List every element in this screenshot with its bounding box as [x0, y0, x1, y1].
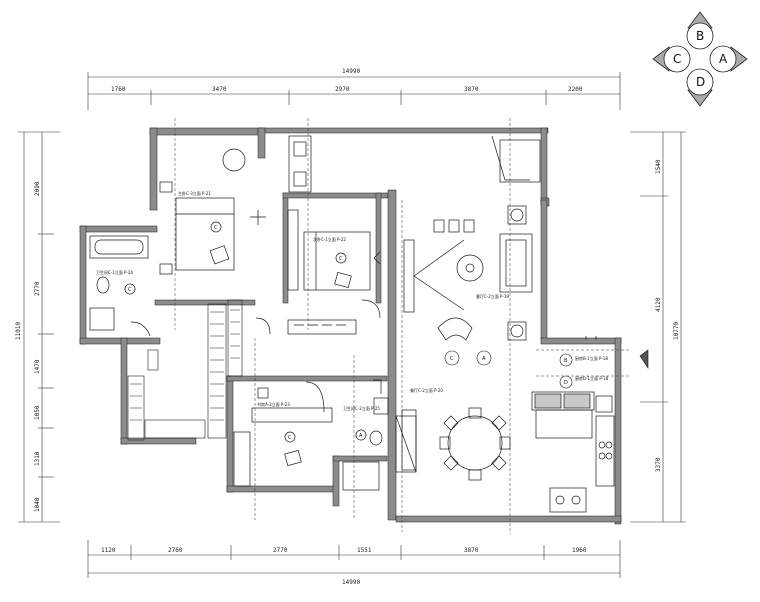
- compass-letter-c: C: [673, 52, 681, 66]
- dim-left-seg-1: 2090: [34, 181, 41, 196]
- vanity-center: [373, 397, 389, 415]
- dimension-right: [630, 131, 686, 523]
- marker-c-master: C: [214, 225, 218, 231]
- dim-bottom-overall: 14990: [342, 579, 360, 586]
- coffee-table: [456, 254, 484, 282]
- dim-top-seg-4: 3870: [464, 86, 479, 93]
- dimension-left: [18, 131, 60, 523]
- dim-top-seg-5: 2200: [568, 86, 583, 93]
- dim-bottom-seg-4: 1551: [357, 547, 372, 554]
- dining-room: [401, 407, 511, 481]
- marker-a-bath-center: A: [359, 433, 363, 439]
- dim-top-seg-3: 2970: [335, 86, 350, 93]
- dim-bottom-seg-6: 1960: [572, 547, 587, 554]
- wardrobe-second: [287, 319, 357, 335]
- label-bathroom-left: 卫生间C-1立面 P-24: [96, 269, 133, 275]
- label-bathroom-center: 卫生间C-2立面 P-25: [343, 405, 380, 411]
- kitchen: [531, 336, 615, 513]
- marker-b-kitchen: B: [564, 358, 568, 364]
- marker-a-living: A: [482, 356, 486, 362]
- compass-letter-a: A: [719, 52, 728, 66]
- armchair: [209, 245, 230, 265]
- second-bedroom: [255, 209, 381, 335]
- bathroom-left: [89, 235, 151, 337]
- accent-chair: [437, 317, 473, 341]
- marker-d-kitchen: D: [564, 380, 568, 386]
- bathroom-center: [342, 379, 417, 491]
- dim-left-seg-2: 2770: [34, 281, 41, 296]
- study-chair: [284, 449, 302, 467]
- dim-bottom-seg-1: 1120: [101, 547, 116, 554]
- marker-c-study: C: [288, 435, 292, 441]
- master-bed: [175, 197, 235, 271]
- study: [233, 381, 333, 487]
- dimension-top: [87, 72, 621, 110]
- kitchen-sink: [549, 487, 587, 513]
- elevation-index-compass: [652, 11, 748, 107]
- compass-letter-d: D: [696, 75, 705, 89]
- master-bedroom: [159, 148, 266, 275]
- dim-left-overall: 11010: [15, 322, 22, 340]
- marker-c-second: C: [339, 256, 343, 262]
- dim-right-seg-1: 1540: [655, 159, 662, 174]
- label-kitchen-b: 厨房B-1立面 P-18: [575, 355, 608, 361]
- dimension-bottom: [87, 540, 621, 578]
- label-second-bedroom: 次卧C-1立面 P-22: [313, 236, 346, 242]
- dim-right-seg-3: 3370: [655, 457, 662, 472]
- toilet-left: [96, 276, 110, 294]
- dim-left-seg-3: 1470: [34, 359, 41, 374]
- lounge-chair: [222, 148, 246, 172]
- label-study: 书房A-3立面 P-23: [257, 401, 290, 407]
- dim-left-seg-6: 1040: [34, 497, 41, 512]
- dim-left-seg-5: 1310: [34, 451, 41, 466]
- marker-c-living: C: [450, 356, 454, 362]
- closets: [127, 299, 243, 441]
- dim-bottom-seg-2: 2760: [168, 547, 183, 554]
- marker-c-bath-left: C: [128, 287, 132, 293]
- walls: [79, 127, 622, 525]
- dim-top-seg-1: 1760: [111, 86, 126, 93]
- toilet-center: [369, 430, 383, 446]
- tv-stand: [403, 239, 415, 313]
- dim-top-overall: 14990: [342, 68, 360, 75]
- study-desk: [251, 407, 333, 423]
- stove-burner: [598, 441, 606, 449]
- dim-right-overall: 10770: [673, 322, 680, 340]
- second-bed: [303, 231, 371, 291]
- label-dining-room: 餐厅C-2立面 P-20: [410, 387, 443, 393]
- dim-bottom-seg-3: 2770: [273, 547, 288, 554]
- dim-right-seg-2: 4120: [655, 297, 662, 312]
- section-lines: [174, 118, 630, 534]
- dim-left-seg-4: 1050: [34, 405, 41, 420]
- dim-bottom-seg-5: 3870: [464, 547, 479, 554]
- vanity-left: [89, 307, 115, 331]
- label-living-room: 客厅C-2立面 P-19: [476, 293, 509, 299]
- bathtub: [89, 235, 149, 259]
- label-kitchen-d: 厨房D-1立面 P-18: [575, 375, 609, 381]
- dim-top-seg-2: 3470: [212, 86, 227, 93]
- living-room: [403, 205, 533, 341]
- compass-letter-b: B: [696, 29, 704, 43]
- north-balcony: [288, 135, 541, 193]
- elevation-markers: [124, 283, 649, 441]
- label-master-bedroom: 主卧C-3立面 P-21: [178, 190, 211, 196]
- dining-table: [447, 415, 503, 471]
- sofa: [499, 233, 533, 293]
